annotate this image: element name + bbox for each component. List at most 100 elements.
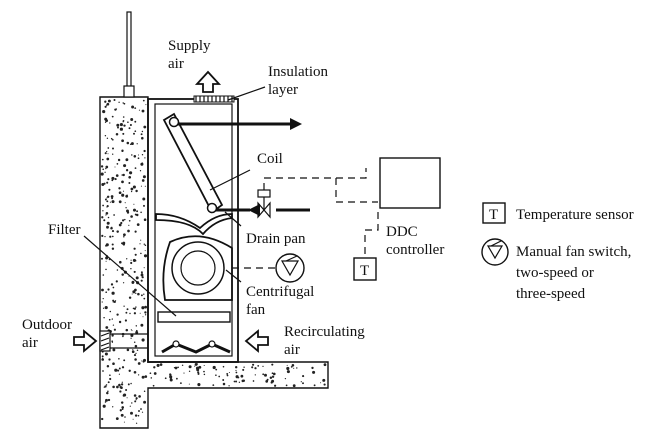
concrete-speck — [149, 372, 152, 375]
concrete-speck — [137, 292, 140, 296]
concrete-speck — [103, 219, 106, 222]
concrete-speck — [270, 381, 273, 384]
concrete-speck — [111, 179, 114, 182]
ddc-label-2: controller — [386, 242, 444, 258]
concrete-speck — [115, 174, 119, 177]
concrete-speck — [104, 152, 107, 155]
concrete-speck — [141, 360, 143, 362]
coil — [162, 112, 224, 214]
concrete-speck — [105, 326, 109, 329]
concrete-speck — [134, 414, 138, 417]
concrete-speck — [286, 364, 288, 366]
concrete-speck — [111, 247, 115, 250]
concrete-speck — [141, 272, 143, 274]
concrete-speck — [102, 274, 105, 276]
concrete-speck — [177, 366, 179, 369]
concrete-speck — [125, 207, 127, 209]
concrete-speck — [104, 105, 107, 108]
concrete-speck — [119, 123, 123, 127]
concrete-speck — [136, 210, 139, 213]
concrete-speck — [105, 167, 107, 170]
concrete-speck — [126, 397, 128, 399]
concrete-speck — [121, 149, 124, 152]
concrete-speck — [257, 365, 260, 367]
fan-switch-legend-symbol — [481, 238, 509, 266]
concrete-speck — [104, 235, 106, 238]
concrete-speck — [122, 335, 124, 338]
concrete-speck — [126, 258, 128, 260]
ddc-label-1: DDC — [386, 224, 418, 240]
concrete-speck — [105, 104, 108, 106]
concrete-speck — [121, 174, 123, 176]
temp-sensor-box — [353, 257, 377, 281]
concrete-speck — [133, 203, 135, 205]
concrete-speck — [106, 364, 110, 368]
legend-fan-switch-1: Manual fan switch, — [516, 244, 631, 260]
concrete-speck — [198, 365, 202, 369]
concrete-speck — [107, 398, 111, 402]
concrete-speck — [119, 386, 122, 389]
concrete-speck — [111, 226, 113, 228]
concrete-speck — [119, 127, 123, 131]
temp-sensor-legend-box — [482, 202, 506, 224]
concrete-speck — [105, 256, 109, 260]
supply-air-label-1: Supply — [168, 38, 211, 54]
concrete-speck — [196, 368, 200, 372]
concrete-speck — [109, 310, 112, 313]
concrete-speck — [119, 390, 122, 393]
concrete-speck — [118, 191, 122, 195]
concrete-speck — [116, 385, 119, 389]
concrete-speck — [235, 375, 239, 379]
concrete-speck — [235, 371, 238, 374]
concrete-speck — [107, 147, 110, 149]
insulation-layer — [193, 95, 235, 103]
concrete-speck — [107, 216, 110, 219]
concrete-speck — [235, 369, 237, 372]
concrete-speck — [226, 374, 229, 377]
concrete-speck — [140, 323, 144, 327]
concrete-speck — [269, 376, 273, 380]
concrete-speck — [114, 368, 118, 372]
concrete-speck — [118, 358, 120, 360]
concrete-speck — [118, 200, 122, 204]
insulation-label-1: Insulation — [268, 64, 328, 80]
concrete-speck — [121, 193, 125, 197]
concrete-speck — [120, 383, 124, 386]
concrete-speck — [322, 378, 326, 382]
concrete-speck — [228, 371, 230, 374]
concrete-speck — [226, 372, 229, 375]
concrete-speck — [112, 324, 115, 326]
concrete-speck — [142, 358, 147, 362]
concrete-speck — [183, 372, 185, 374]
concrete-speck — [143, 149, 146, 153]
concrete-speck — [130, 215, 133, 218]
concrete-speck — [108, 188, 111, 191]
concrete-speck — [122, 102, 124, 104]
concrete-speck — [222, 382, 226, 386]
concrete-speck — [133, 354, 137, 357]
concrete-speck — [313, 384, 316, 387]
concrete-speck — [141, 162, 144, 165]
concrete-speck — [117, 369, 120, 372]
concrete-speck — [101, 288, 104, 292]
concrete-speck — [124, 416, 126, 418]
centrifugal-label-1: Centrifugal — [246, 284, 314, 300]
concrete-speck — [285, 384, 288, 387]
concrete-speck — [102, 370, 104, 372]
concrete-speck — [212, 384, 215, 387]
concrete-speck — [111, 176, 115, 180]
concrete-speck — [311, 366, 314, 370]
concrete-speck — [106, 195, 110, 199]
concrete-speck — [136, 143, 138, 145]
concrete-speck — [196, 363, 199, 365]
dampers — [161, 340, 231, 354]
concrete-speck — [144, 305, 148, 309]
concrete-speck — [131, 293, 133, 295]
valve-signal-line — [263, 177, 378, 203]
concrete-speck — [153, 366, 156, 369]
concrete-speck — [101, 257, 103, 260]
concrete-speck — [109, 201, 111, 203]
outdoor-air-label-1: Outdoor — [22, 317, 72, 333]
concrete-speck — [293, 367, 295, 369]
concrete-speck — [101, 358, 105, 361]
